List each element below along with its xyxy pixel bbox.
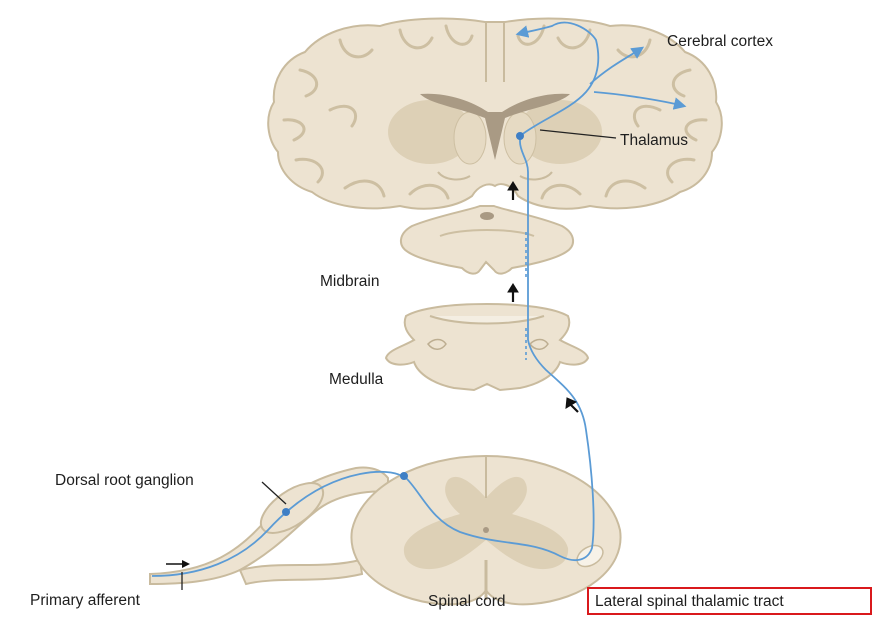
thalamocortical-fiber-main (515, 21, 600, 137)
left-thalamus-mass (453, 111, 487, 165)
cerebral-aqueduct (480, 212, 494, 220)
lateral-spinothalamic-tract-label: Lateral spinal thalamic tract (595, 593, 784, 610)
central-canal (483, 527, 489, 533)
leader-lines (181, 129, 617, 590)
second-order-fiber (403, 339, 595, 562)
ventral-root (238, 558, 364, 586)
thalamocortical-fiber-lower (593, 91, 687, 110)
medulla-section (384, 302, 590, 392)
thalamus-cell-body (516, 132, 524, 140)
primary-afferent-label: Primary afferent (30, 592, 140, 609)
left-olive (427, 338, 447, 350)
midbrain-tegmentum (439, 229, 535, 237)
right-temporal-notch (519, 171, 553, 181)
up-arrow-icon (565, 397, 579, 413)
right-olive (529, 338, 549, 350)
dorsal-horn-cell-body (400, 472, 408, 480)
brain-coronal-section (267, 17, 723, 210)
cerebral-cortex-label: Cerebral cortex (667, 33, 773, 50)
fourth-ventricle-floor (429, 315, 545, 325)
midbrain-section (400, 205, 574, 275)
medulla-outline (384, 302, 590, 392)
dorsal-root-ganglion-label: Dorsal root ganglion (55, 472, 194, 489)
drg-leader (261, 481, 287, 505)
lateral-spinothalamic-tract-highlight: Lateral spinal thalamic tract (587, 587, 872, 615)
midbrain-label: Midbrain (320, 273, 380, 290)
pain-pathway (151, 21, 687, 577)
lateral-ventricles (420, 93, 570, 160)
ascending-fiber-brain (519, 136, 529, 228)
thalamocortical-fiber-lateral (589, 46, 645, 85)
lateral-spinothalamic-tract-area (576, 544, 604, 568)
primary-afferent-fiber (151, 470, 403, 577)
midbrain-outline (400, 205, 574, 275)
up-arrow-icon (507, 181, 519, 200)
spinal-cord-section (149, 454, 622, 606)
drg-cell-body (282, 508, 290, 516)
medulla-label: Medulla (329, 371, 384, 388)
ascending-arrows (507, 181, 579, 413)
right-arrow-icon (166, 560, 190, 568)
left-temporal-notch (437, 171, 471, 181)
cortical-folds (282, 24, 708, 200)
longitudinal-fissure (485, 22, 505, 82)
thalamus-label: Thalamus (620, 132, 689, 149)
left-basal-ganglia (388, 100, 472, 164)
thalamus-leader (539, 129, 617, 139)
up-arrow-icon (507, 283, 519, 302)
spinal-cord-label: Spinal cord (428, 593, 506, 610)
